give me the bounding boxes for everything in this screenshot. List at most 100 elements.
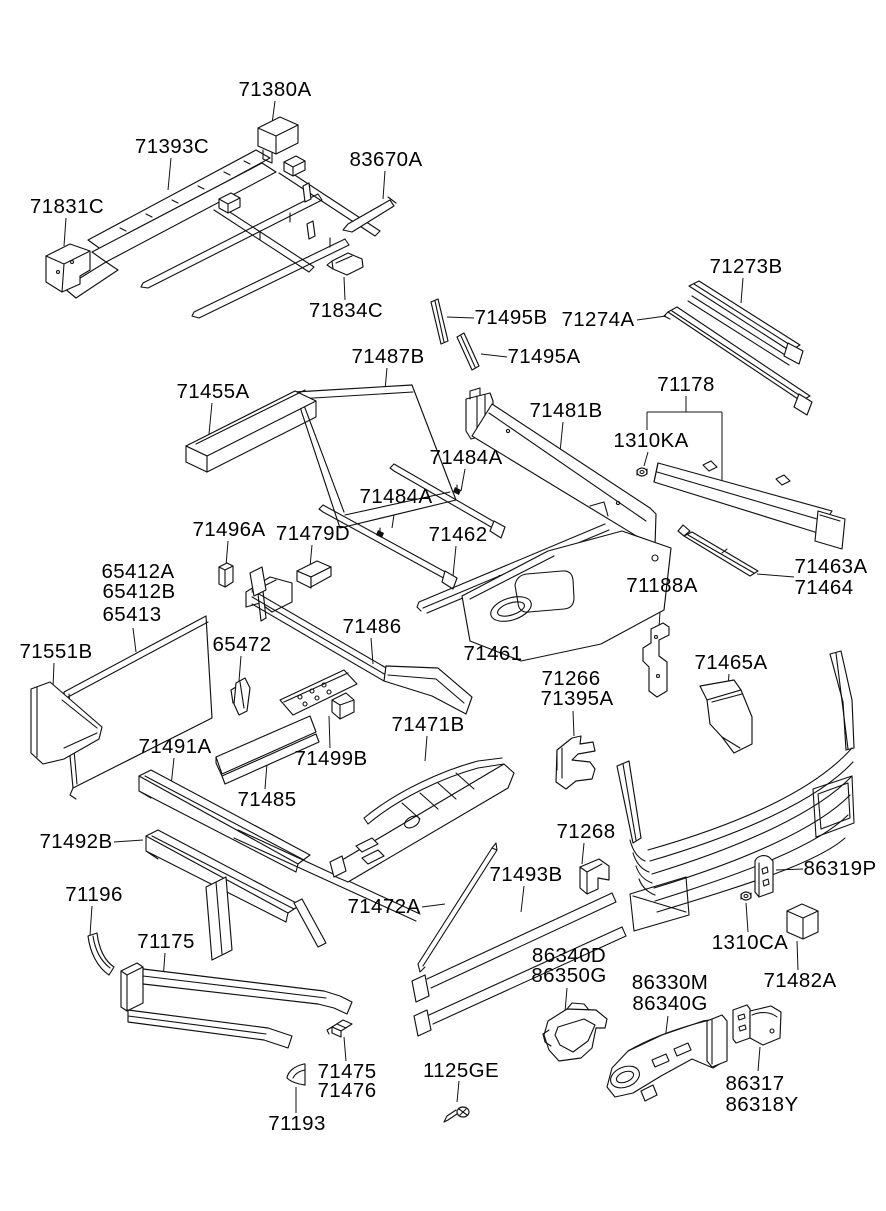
- part-label-71495A: 71495A: [507, 345, 581, 369]
- part-label-71193: 71193: [268, 1112, 326, 1136]
- part-label-71484A-lower: 71484A: [359, 485, 433, 509]
- part-71551B-drawing: [30, 681, 103, 765]
- part-label-1125GE: 1125GE: [422, 1059, 500, 1083]
- part-label-1310CA: 1310CA: [711, 931, 789, 955]
- part-1125GE-screw-drawing: [443, 1106, 470, 1123]
- part-rear-body-panel-drawing: [616, 650, 855, 932]
- part-label-1310KA: 1310KA: [613, 429, 689, 453]
- part-label-71472A: 71472A: [347, 895, 421, 919]
- part-83670A-frame-drawing: [140, 155, 397, 319]
- part-label-86318Y: 86318Y: [725, 1093, 799, 1117]
- part-label-86330M: 86330M: [631, 971, 709, 995]
- part-label-71495B: 71495B: [474, 306, 548, 330]
- part-label-65412B: 65412B: [102, 580, 176, 604]
- part-71495B-strip-drawing: [430, 298, 449, 345]
- part-label-71481B: 71481B: [529, 399, 603, 423]
- part-65472-drawing: [230, 677, 251, 716]
- part-label-71484A-upper: 71484A: [429, 446, 503, 470]
- part-71496A-drawing: [218, 562, 234, 588]
- part-71485-panel-drawing: [215, 715, 320, 785]
- part-label-71178: 71178: [657, 373, 715, 397]
- part-1310KA-nut-drawing: [636, 467, 648, 477]
- part-label-71393C: 71393C: [134, 135, 210, 159]
- part-71193-bracket-drawing: [286, 1063, 306, 1086]
- part-label-71486: 71486: [342, 615, 402, 639]
- part-label-65412A: 65412A: [101, 560, 175, 584]
- part-71175-beam-drawing: [120, 962, 353, 1049]
- part-71831C-drawing: [45, 243, 91, 293]
- part-86340D-bracket-drawing: [542, 1002, 608, 1062]
- part-86319P-bracket-drawing: [754, 855, 774, 898]
- part-71472A-strip-drawing: [417, 842, 498, 973]
- part-label-71463A: 71463A: [794, 555, 868, 579]
- part-label-71487B: 71487B: [351, 345, 425, 369]
- part-label-86350G: 86350G: [531, 964, 607, 988]
- part-label-71380A: 71380A: [238, 78, 312, 102]
- part-71481B-beam-drawing: [465, 387, 657, 547]
- part-71493B-sill-drawing: [411, 892, 627, 1037]
- part-71484A-upper-rail-drawing: [389, 463, 506, 539]
- part-label-71465A: 71465A: [694, 651, 768, 675]
- part-label-71268: 71268: [556, 820, 616, 844]
- part-label-71476: 71476: [317, 1079, 377, 1103]
- part-label-65413: 65413: [102, 603, 162, 627]
- part-71266-clip-drawing: [555, 735, 596, 790]
- part-label-65472: 65472: [212, 633, 272, 657]
- part-label-86319P: 86319P: [803, 857, 877, 881]
- part-71491A-beam-drawing: [138, 769, 311, 873]
- part-label-71551B: 71551B: [19, 640, 93, 664]
- part-label-71462: 71462: [428, 523, 488, 547]
- part-71484A-lower-rail-drawing: [318, 504, 458, 590]
- part-71273B-rail-drawing: [687, 280, 804, 366]
- part-86317-bracket-drawing: [732, 1004, 782, 1046]
- part-label-71479D: 71479D: [275, 522, 351, 546]
- part-71465A-drawing: [699, 679, 753, 754]
- part-71471B-member-drawing: [329, 757, 515, 883]
- part-label-71475: 71475: [317, 1060, 377, 1084]
- part-71268-clip-drawing: [579, 858, 610, 895]
- part-71196-bracket-drawing: [87, 932, 115, 976]
- part-71188A-strap-drawing: [642, 622, 670, 698]
- part-71486-beam-drawing: [249, 566, 473, 715]
- part-label-71834C: 71834C: [308, 299, 384, 323]
- part-label-71273B: 71273B: [709, 255, 783, 279]
- part-label-86340D: 86340D: [531, 944, 607, 968]
- part-86330M-assembly-drawing: [606, 1014, 728, 1102]
- part-label-71395A: 71395A: [540, 687, 614, 711]
- part-rear-floor-extension-drawing: [205, 829, 421, 961]
- part-71499B-plate-drawing: [279, 669, 358, 720]
- part-71475-bracket-drawing: [326, 1019, 353, 1038]
- part-label-83670A: 83670A: [349, 148, 423, 172]
- part-label-86340G: 86340G: [632, 992, 708, 1016]
- leader-lines: [52, 100, 804, 1113]
- part-label-71491A: 71491A: [138, 735, 212, 759]
- part-label-71482A: 71482A: [763, 969, 837, 993]
- part-label-71274A: 71274A: [561, 308, 635, 332]
- part-label-71461: 71461: [463, 642, 523, 666]
- part-71479D-drawing: [296, 560, 332, 589]
- part-label-71266: 71266: [541, 667, 601, 691]
- part-71274A-rail-drawing: [663, 306, 813, 416]
- part-label-71492B: 71492B: [39, 830, 113, 854]
- part-label-71496A: 71496A: [192, 518, 266, 542]
- part-1310CA-nut-drawing: [740, 891, 752, 901]
- part-71393C-drawing: [63, 149, 277, 299]
- part-71380A-drawing: [257, 116, 299, 164]
- part-71461-floor-panel-drawing: [461, 530, 672, 662]
- part-label-71175: 71175: [137, 930, 195, 954]
- part-71482A-box-drawing: [786, 903, 819, 940]
- part-label-71485: 71485: [237, 788, 297, 812]
- part-label-71831C: 71831C: [29, 195, 105, 219]
- part-label-71455A: 71455A: [176, 380, 250, 404]
- part-label-71471B: 71471B: [391, 713, 465, 737]
- part-label-71499B: 71499B: [294, 747, 368, 771]
- part-71495A-strip-drawing: [456, 332, 480, 371]
- part-71463A-rail-drawing: [677, 524, 759, 577]
- part-label-71188A: 71188A: [626, 574, 698, 598]
- part-label-71196: 71196: [65, 883, 123, 907]
- part-label-71464: 71464: [794, 576, 854, 600]
- part-label-86317: 86317: [725, 1072, 785, 1096]
- part-71834C-drawing: [326, 252, 364, 276]
